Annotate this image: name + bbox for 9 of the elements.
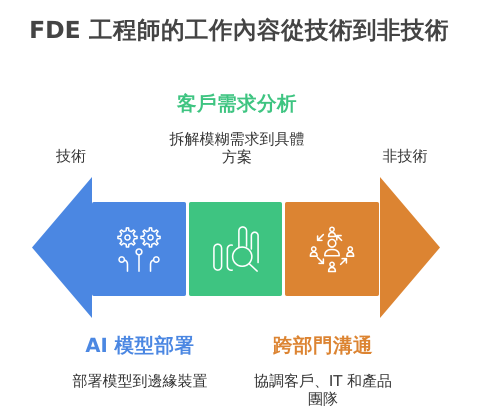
direction-label: 技術: [56, 147, 86, 165]
direction-label: 非技術: [382, 147, 428, 165]
step-heading: AI 模型部署: [85, 334, 195, 358]
title: FDE 工程師的工作內容從技術到非技術: [29, 16, 449, 44]
step-heading: 客戶需求分析: [177, 92, 297, 116]
step-heading: 跨部門溝通: [273, 334, 373, 358]
step-description: 拆解模糊需求到具體方案: [168, 130, 306, 166]
step-description: 協調客戶、IT 和產品團隊: [252, 372, 394, 408]
step-description: 部署模型到邊緣裝置: [72, 372, 208, 390]
